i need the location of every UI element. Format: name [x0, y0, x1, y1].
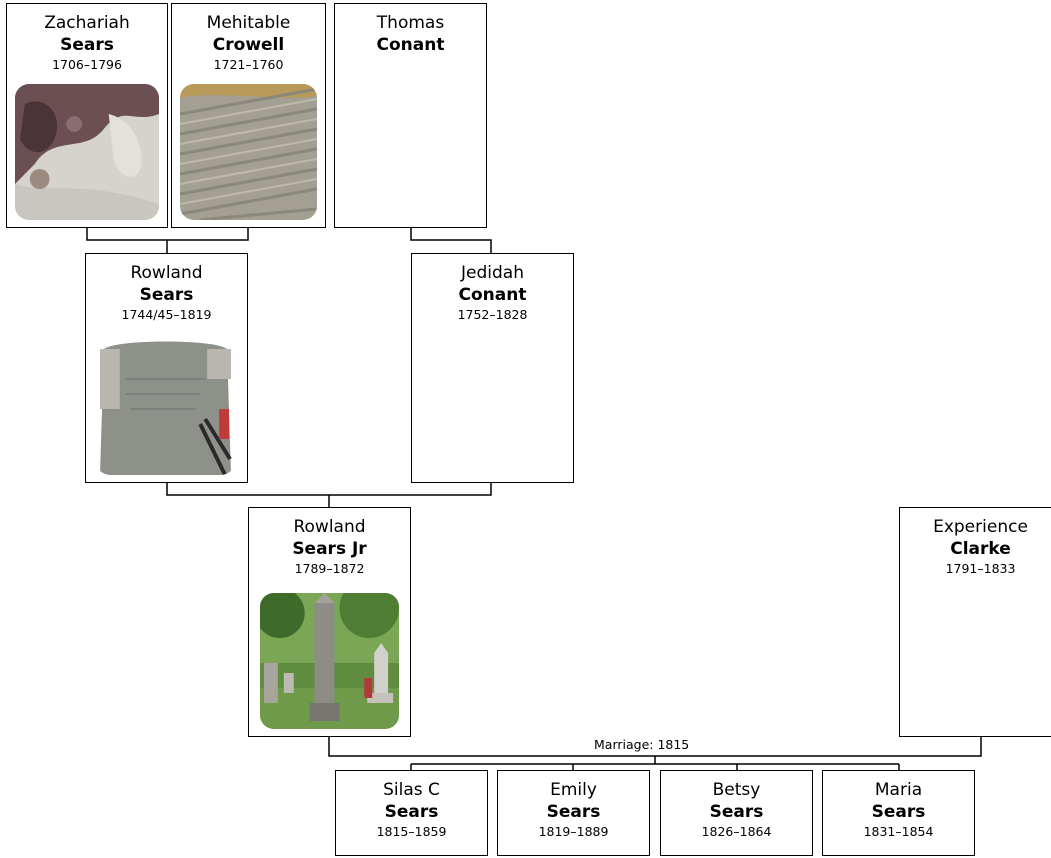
given-name: Silas C: [383, 780, 440, 800]
given-name: Emily: [550, 780, 597, 800]
gravestone-photo[interactable]: [15, 84, 159, 220]
life-dates: 1752–1828: [457, 307, 528, 322]
person-card-mehitable-crowell[interactable]: Mehitable Crowell 1721–1760: [171, 3, 326, 228]
person-card-zachariah-sears[interactable]: Zachariah Sears 1706–1796: [6, 3, 168, 228]
given-name: Zachariah: [44, 13, 130, 33]
life-dates: 1789–1872: [294, 561, 365, 576]
person-card-experience-clarke[interactable]: Experience Clarke 1791–1833: [899, 507, 1051, 737]
person-card-silas-c-sears[interactable]: Silas C Sears 1815–1859: [335, 770, 488, 856]
person-card-rowland-sears-jr[interactable]: Rowland Sears Jr 1789–1872: [248, 507, 411, 737]
surname: Sears: [60, 35, 114, 55]
life-dates: 1826–1864: [701, 824, 772, 839]
person-card-emily-sears[interactable]: Emily Sears 1819–1889: [497, 770, 650, 856]
cemetery-photo[interactable]: [260, 593, 399, 729]
life-dates: 1831–1854: [863, 824, 934, 839]
gravestone-photo[interactable]: [96, 339, 235, 475]
life-dates: 1791–1833: [945, 561, 1016, 576]
life-dates: 1721–1760: [213, 57, 284, 72]
marriage-label: Marriage: 1815: [592, 737, 692, 752]
person-card-jedidah-conant[interactable]: Jedidah Conant 1752–1828: [411, 253, 574, 483]
given-name: Rowland: [293, 517, 366, 537]
person-card-betsy-sears[interactable]: Betsy Sears 1826–1864: [660, 770, 813, 856]
given-name: Jedidah: [461, 263, 524, 283]
person-card-maria-sears[interactable]: Maria Sears 1831–1854: [822, 770, 975, 856]
connector-line: [166, 482, 492, 496]
given-name: Rowland: [130, 263, 203, 283]
surname: Clarke: [950, 539, 1011, 559]
surname: Sears: [871, 802, 926, 822]
given-name: Experience: [933, 517, 1028, 537]
surname: Conant: [376, 35, 445, 55]
surname: Sears: [709, 802, 764, 822]
given-name: Thomas: [376, 13, 445, 33]
surname: Sears: [139, 285, 194, 305]
life-dates: 1706–1796: [52, 57, 122, 72]
connector-line: [410, 227, 492, 254]
given-name: Mehitable: [206, 13, 291, 33]
given-name: Maria: [874, 780, 923, 800]
person-card-thomas-conant[interactable]: Thomas Conant: [334, 3, 487, 228]
surname: Crowell: [212, 35, 285, 55]
connector-line: [86, 227, 249, 241]
surname: Sears: [546, 802, 601, 822]
life-dates: 1744/45–1819: [121, 307, 212, 322]
surname: Sears Jr: [292, 539, 367, 559]
surname: Sears: [384, 802, 439, 822]
gravestone-photo[interactable]: [180, 84, 317, 220]
person-card-rowland-sears[interactable]: Rowland Sears 1744/45–1819: [85, 253, 248, 483]
life-dates: 1819–1889: [538, 824, 609, 839]
given-name: Betsy: [712, 780, 761, 800]
life-dates: 1815–1859: [376, 824, 447, 839]
surname: Conant: [458, 285, 527, 305]
